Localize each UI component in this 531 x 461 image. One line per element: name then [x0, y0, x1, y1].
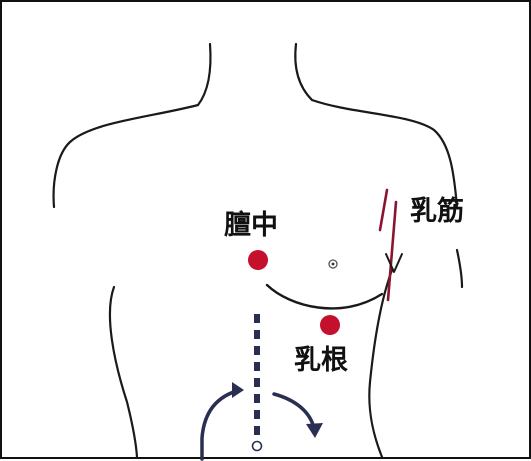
arrowhead-right-icon — [306, 423, 323, 438]
label-rujin: 乳筋 — [410, 195, 464, 227]
danzhong-point — [248, 250, 268, 270]
tendon-arrow-icon — [386, 254, 402, 272]
neck-left-outline — [198, 44, 211, 105]
neck-right-outline — [295, 44, 312, 100]
right-shoulder-outline — [312, 100, 457, 207]
nipple-center — [332, 263, 335, 266]
navel-marker — [253, 442, 262, 451]
tendon-line-left — [380, 190, 387, 230]
right-arm-outline — [457, 250, 462, 287]
label-rugen: 乳根 — [294, 345, 348, 376]
left-shoulder-outline — [54, 105, 198, 207]
massage-arc-left — [202, 390, 240, 459]
rugen-point — [320, 315, 340, 335]
label-danzhong: 膻中 — [224, 210, 278, 241]
tendon-line-right — [388, 202, 396, 300]
breast-fold-line — [267, 285, 382, 308]
arrowhead-left-icon — [232, 382, 244, 398]
left-torso-outline — [110, 287, 137, 457]
massage-arc-right — [274, 394, 314, 428]
